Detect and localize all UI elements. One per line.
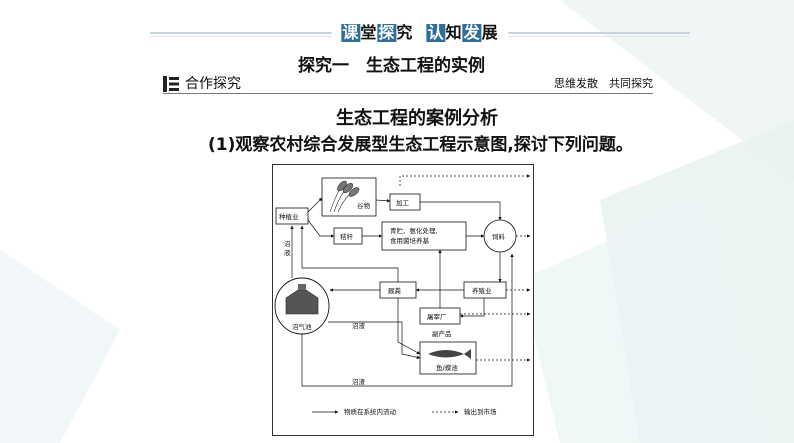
legend-internal-flow: 物质在系统内流动 bbox=[344, 407, 397, 416]
eco-engineering-diagram: 谷物 加工 种植业 秸秆 青贮、氨化处理, 食用菌培养基 饲料 厩粪 养殖业 屠… bbox=[272, 164, 534, 436]
manure-node: 厩粪 bbox=[379, 281, 417, 299]
planting-label: 种植业 bbox=[279, 212, 299, 221]
banner-char: 知 bbox=[445, 23, 463, 42]
section-title: 探究一 生态工程的实例 bbox=[298, 56, 485, 76]
byproduct-label: 副产品 bbox=[432, 329, 452, 338]
banner-char: 发 bbox=[462, 23, 482, 42]
planting-node: 种植业 bbox=[275, 207, 309, 225]
banner-char: 究 bbox=[396, 23, 414, 42]
digester-icon bbox=[285, 284, 319, 315]
diagram-legend: 物质在系统内流动 输出到市场 bbox=[312, 407, 497, 416]
straw-node: 秸秆 bbox=[333, 227, 363, 245]
list-icon bbox=[163, 76, 179, 92]
cooperation-slogan: 思维发散 共同探究 bbox=[554, 77, 653, 90]
banner-char: 课 bbox=[341, 23, 361, 42]
feed-label: 饲料 bbox=[492, 232, 506, 241]
internal-flow-arrows bbox=[290, 197, 514, 387]
cooperation-label: 合作探究 bbox=[185, 76, 241, 92]
processing-node: 加工 bbox=[389, 193, 421, 211]
slurry-label-middle: 沼液 bbox=[352, 321, 366, 330]
straw-label: 秸秆 bbox=[340, 232, 354, 241]
processing-label: 加工 bbox=[396, 198, 410, 207]
legend-output-market: 输出到市场 bbox=[464, 407, 497, 416]
slurry-label-bottom: 沼渣 bbox=[352, 377, 366, 386]
biogas-digester-node: 沼气池 bbox=[274, 277, 330, 335]
silage-label: 青贮、氨化处理, bbox=[390, 226, 438, 235]
wheat-icon bbox=[329, 180, 360, 213]
banner-title: 课堂探究 认知发展 bbox=[331, 22, 509, 44]
slurry-label-vertical-1: 沼 bbox=[284, 239, 291, 248]
silage-node: 青贮、氨化处理, 食用菌培养基 bbox=[381, 221, 467, 251]
manure-label: 厩粪 bbox=[388, 286, 402, 295]
cooperation-bar: 合作探究 思维发散 共同探究 bbox=[163, 74, 653, 94]
slaughter-node: 屠宰厂 bbox=[419, 307, 461, 325]
banner-char: 堂 bbox=[360, 23, 378, 42]
husbandry-label: 养殖业 bbox=[472, 286, 492, 295]
grain-label: 谷物 bbox=[357, 201, 371, 210]
slurry-label-vertical-2: 液 bbox=[284, 248, 291, 257]
mushroom-label: 食用菌培养基 bbox=[390, 236, 430, 245]
market-output-arrows bbox=[399, 174, 531, 362]
fish-pond-label: 鱼/蝶池 bbox=[436, 363, 458, 372]
analysis-title: 生态工程的案例分析 bbox=[336, 108, 498, 129]
banner-char: 探 bbox=[377, 23, 397, 42]
biogas-digester-label: 沼气池 bbox=[292, 322, 312, 331]
header-banner: 课堂探究 认知发展 bbox=[150, 22, 690, 44]
fish-icon bbox=[428, 349, 471, 359]
husbandry-node: 养殖业 bbox=[463, 281, 507, 299]
cooperation-underline bbox=[163, 93, 653, 94]
feed-node: 饲料 bbox=[483, 219, 517, 253]
question-text: (1)观察农村综合发展型生态工程示意图,探讨下列问题。 bbox=[208, 135, 633, 155]
banner-char: 展 bbox=[481, 23, 499, 42]
slaughter-label: 屠宰厂 bbox=[427, 312, 447, 321]
grain-node: 谷物 bbox=[321, 177, 377, 217]
fish-pond-node: 鱼/蝶池 bbox=[419, 341, 477, 375]
banner-char: 认 bbox=[426, 23, 446, 42]
